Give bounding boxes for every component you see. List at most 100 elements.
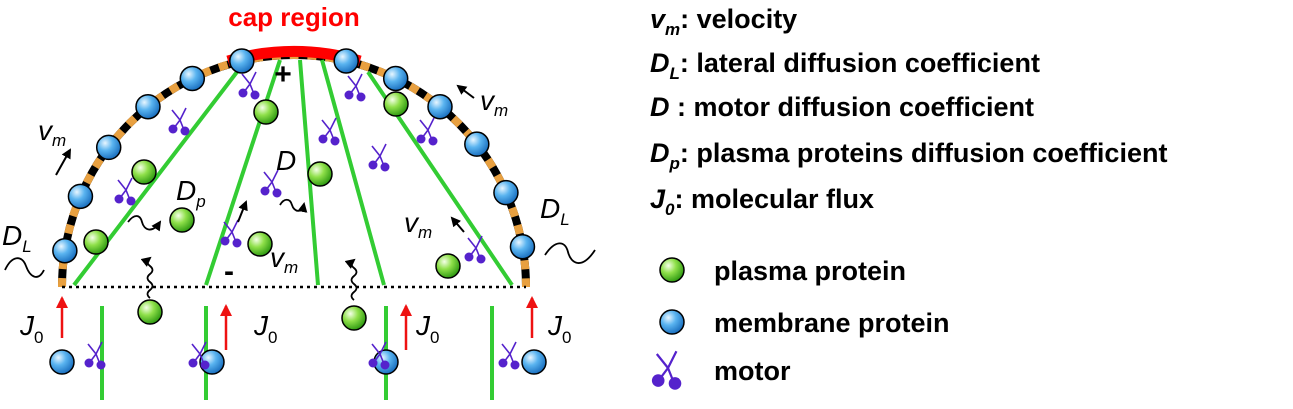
membrane-protein xyxy=(382,65,409,92)
motor-head xyxy=(188,358,198,368)
motor-head xyxy=(96,360,106,370)
motor-head xyxy=(84,358,94,368)
motor-arm xyxy=(117,177,133,201)
membrane-protein xyxy=(509,233,536,260)
motor-arm xyxy=(501,341,517,365)
plasma-protein xyxy=(253,99,279,125)
motor-head xyxy=(428,136,438,146)
motor-head xyxy=(368,160,378,170)
motor-glyph xyxy=(651,350,682,390)
motor-head xyxy=(668,377,682,390)
motor-head xyxy=(180,126,190,136)
def-lateral-diffusion: DL: lateral diffusion coefficient xyxy=(650,48,1040,83)
motor-arm xyxy=(419,117,435,141)
motor xyxy=(220,219,242,248)
plasma-protein xyxy=(341,305,367,331)
membrane-protein-icon xyxy=(659,309,685,335)
motor-arm xyxy=(241,71,257,95)
motor xyxy=(84,341,106,370)
motor xyxy=(318,117,340,146)
diagram-symbols: vm vm vm vm DL DL D Dp J0 J0 J0 J0 xyxy=(2,85,571,347)
diffusion-squiggles xyxy=(4,198,596,301)
motor-head xyxy=(368,358,378,368)
j0-label-1: J0 xyxy=(19,310,43,347)
motor-head xyxy=(344,90,354,100)
membrane-proteins xyxy=(49,48,547,375)
motor xyxy=(114,177,136,206)
motor-head xyxy=(220,236,230,246)
motor-head xyxy=(272,188,282,198)
motor xyxy=(368,341,390,370)
plasma-protein-icon xyxy=(659,257,685,283)
motor xyxy=(416,117,438,146)
vm-label-left: vm xyxy=(38,115,66,150)
j0-label-4: J0 xyxy=(547,310,571,347)
dl-label-right: DL xyxy=(540,193,570,229)
motor xyxy=(344,73,366,102)
j0-label-2: J0 xyxy=(253,310,277,347)
plasma-protein xyxy=(307,161,333,187)
motor xyxy=(168,107,190,136)
motor-head xyxy=(330,136,340,146)
motor-arm xyxy=(223,219,239,243)
motor-head xyxy=(416,134,426,144)
plasma-protein xyxy=(83,229,109,255)
motor-head xyxy=(380,360,390,370)
motor xyxy=(260,169,282,198)
vm-label-right: vm xyxy=(480,85,508,120)
motor-head xyxy=(238,88,248,98)
motor xyxy=(188,341,210,370)
def-motor-diffusion: D : motor diffusion coefficient xyxy=(650,92,1034,122)
vm-label-center: vm xyxy=(270,242,298,277)
membrane-protein xyxy=(464,131,490,157)
motor xyxy=(498,341,520,370)
motor-arm xyxy=(347,73,363,97)
motor-arm xyxy=(655,350,678,383)
legend-motor-label: motor xyxy=(714,356,791,386)
plasma-protein xyxy=(131,159,157,185)
plasma-proteins xyxy=(83,91,461,331)
membrane-protein xyxy=(427,93,453,120)
plasma-protein xyxy=(383,91,409,117)
motor-head xyxy=(380,162,390,172)
motor-arm xyxy=(87,341,103,365)
motor xyxy=(464,235,486,264)
motor-head xyxy=(168,124,178,134)
membrane-protein xyxy=(333,48,359,74)
velocity-arrows xyxy=(55,84,475,233)
motor-arm xyxy=(371,143,387,167)
def-plasma-diffusion: Dp: plasma proteins diffusion coefficien… xyxy=(650,138,1167,173)
legend-items: plasma protein membrane protein motor xyxy=(651,256,950,390)
minus-sign: - xyxy=(224,255,234,288)
motor-head xyxy=(260,186,270,196)
motor-head xyxy=(250,90,260,100)
motor-head xyxy=(232,238,242,248)
plasma-protein xyxy=(169,207,195,233)
motor-head xyxy=(356,92,366,102)
motor-head xyxy=(498,358,508,368)
membrane-protein xyxy=(179,65,206,92)
motor xyxy=(368,143,390,172)
motor-arm xyxy=(371,341,387,365)
motor-head xyxy=(510,360,520,370)
membrane-protein xyxy=(135,93,161,120)
membrane-protein xyxy=(95,134,122,161)
plasma-protein xyxy=(435,253,461,279)
membrane-protein xyxy=(493,179,519,206)
membrane-protein xyxy=(521,349,547,375)
motor-arm xyxy=(191,341,207,365)
motor-arm xyxy=(321,117,337,141)
membrane-protein xyxy=(52,237,78,264)
motors xyxy=(84,71,520,370)
motor-head xyxy=(651,374,665,387)
cap-region-label: cap region xyxy=(228,2,359,32)
def-velocity: vm: velocity xyxy=(650,4,797,39)
motor-icon xyxy=(651,350,682,390)
plasma-protein xyxy=(137,299,163,325)
motor-arm xyxy=(467,235,483,259)
legend-definitions: vm: velocity DL: lateral diffusion coeff… xyxy=(650,4,1167,219)
motor-head xyxy=(476,254,486,264)
vm-label-lower-right: vm xyxy=(404,207,432,242)
dp-label: Dp xyxy=(176,175,206,211)
